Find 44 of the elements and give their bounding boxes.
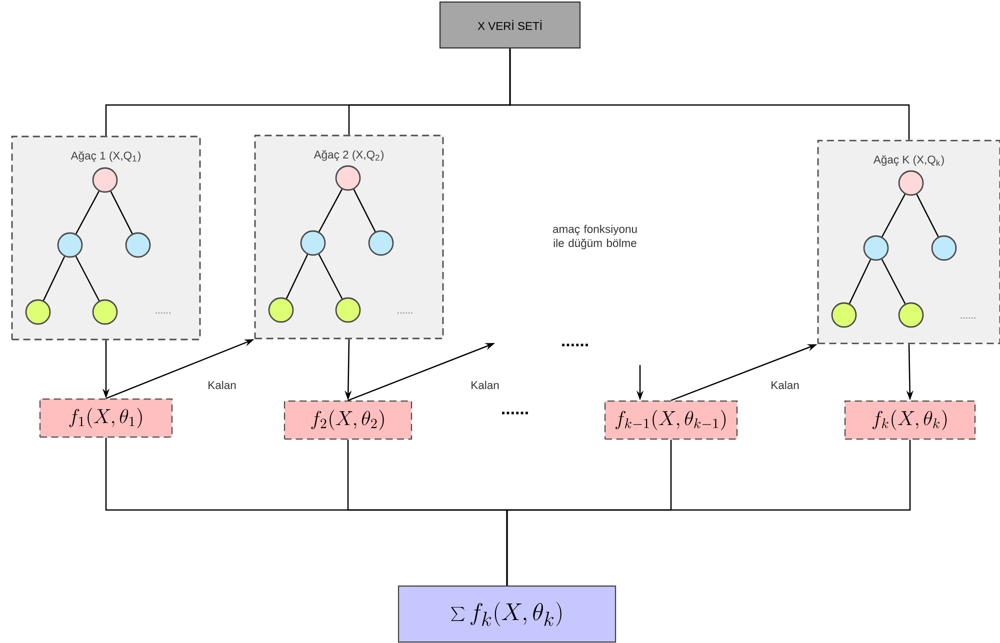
tree-node-circle — [863, 235, 889, 261]
tree-branch — [42, 256, 66, 301]
tree-branch — [916, 194, 939, 237]
tree-node-circle — [92, 299, 118, 325]
process-box: X VERİ SETİ — [439, 1, 581, 49]
function-box: $f_{k-1}(X,\theta_{k-1})$ — [604, 400, 738, 440]
function-box: $f_{k}(X,\theta_{k})$ — [844, 400, 976, 440]
tree-node-circle — [268, 297, 294, 323]
ellipsis: ...... — [502, 412, 528, 414]
ellipsis: ...... — [960, 317, 976, 319]
edge-label: Kalan — [206, 379, 238, 391]
tree-branch — [110, 191, 133, 234]
tree-branch — [286, 254, 308, 299]
tree-node-circle — [898, 170, 924, 196]
tree-branch — [318, 188, 343, 232]
ellipsis: ...... — [398, 312, 412, 314]
ellipsis: ...... — [156, 312, 170, 314]
function-box: $f_{2}(X,\theta_{2})$ — [284, 400, 412, 440]
tree-node-circle — [300, 230, 326, 256]
tree-node-circle — [335, 297, 361, 323]
tree-node-circle — [125, 232, 151, 258]
connector-line — [506, 440, 911, 586]
tree-node-circle — [25, 299, 51, 325]
tree-branch — [881, 194, 906, 238]
tree-node-circle — [368, 230, 394, 256]
tree-branch — [881, 258, 906, 304]
tree-branch — [318, 254, 343, 300]
tree-branch — [848, 259, 872, 304]
sum-box: $\sum f_{k}(X,\theta_{k})$ — [398, 585, 616, 643]
tree-node-circle — [57, 232, 83, 258]
tree-node-circle — [92, 167, 118, 193]
ellipsis: ...... — [562, 344, 588, 346]
tree-branch — [353, 189, 376, 232]
edge-label: Kalan — [469, 379, 501, 391]
connector-line — [509, 48, 910, 140]
edge-label: Kalan — [769, 379, 801, 391]
tree-node-circle — [898, 302, 924, 328]
tree-branch — [75, 190, 100, 234]
function-box: $f_{1}(X,\theta_{1})$ — [39, 398, 173, 438]
tree-branch — [75, 256, 100, 302]
tree-node-circle — [831, 302, 857, 328]
tree-node-circle — [335, 165, 361, 191]
annotation-text: amaç fonksiyonu ile düğüm bölme — [552, 224, 637, 250]
tree-node-circle — [931, 235, 957, 261]
